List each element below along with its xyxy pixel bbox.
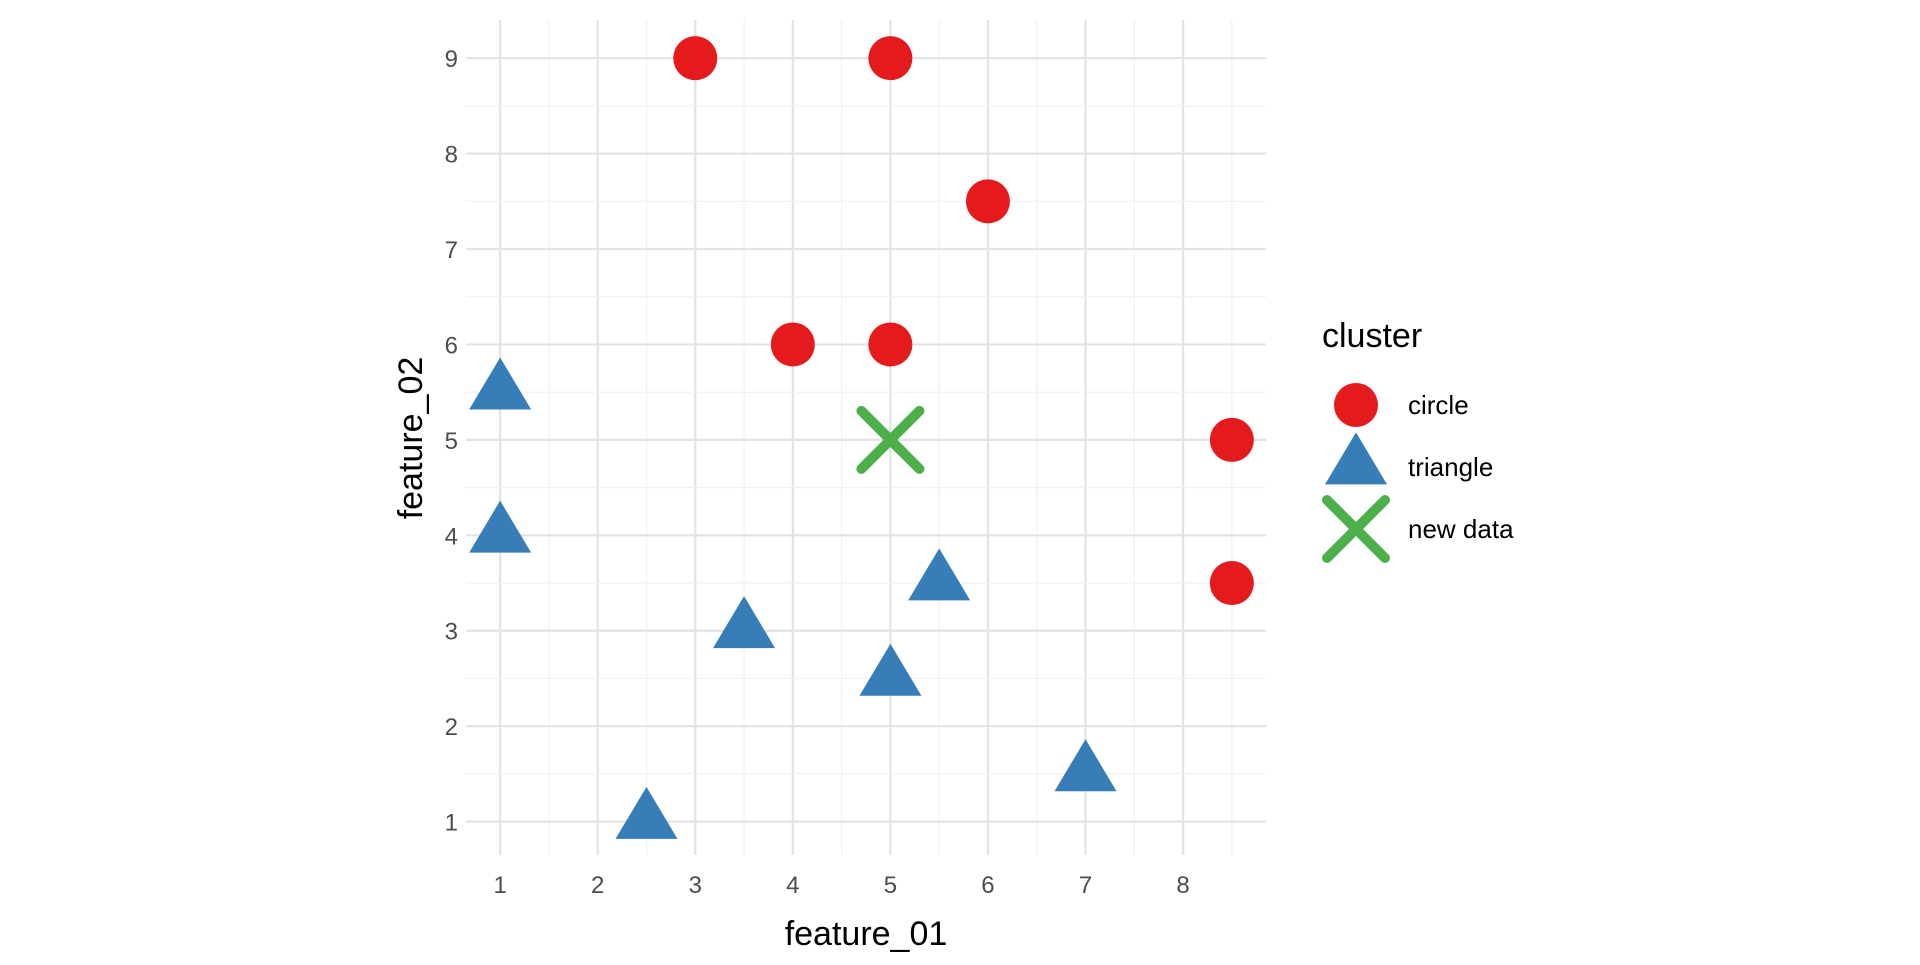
- legend-triangle-key: [1325, 432, 1387, 485]
- legend-items: circle triangle new data: [1322, 383, 1514, 563]
- triangle-point: [469, 500, 532, 553]
- y-tick-label: 8: [445, 142, 458, 169]
- y-tick-label: 2: [445, 714, 458, 741]
- cross-stroke: [856, 405, 925, 474]
- legend-item: triangle: [1325, 432, 1493, 485]
- legend-label: triangle: [1408, 452, 1493, 482]
- x-tick-label: 7: [1079, 872, 1092, 899]
- legend-circle-key: [1334, 383, 1378, 427]
- y-tick-label: 7: [445, 237, 458, 264]
- x-tick-label: 3: [689, 872, 702, 899]
- triangle-point: [908, 548, 971, 601]
- x-tick-label: 8: [1176, 872, 1189, 899]
- circle-point: [673, 36, 718, 81]
- legend-title: cluster: [1322, 317, 1422, 355]
- triangle-point: [1054, 739, 1117, 792]
- circle-point: [868, 322, 913, 367]
- circle-point: [770, 322, 815, 367]
- y-axis-ticks: 1 2 3 4 5 6 7 8 9: [445, 46, 458, 836]
- legend-item: new data: [1322, 495, 1514, 563]
- x-axis-ticks: 1 2 3 4 5 6 7 8: [493, 872, 1189, 899]
- y-tick-label: 1: [445, 810, 458, 837]
- y-tick-label: 3: [445, 619, 458, 646]
- legend-label: circle: [1408, 390, 1469, 420]
- circle-point: [1209, 561, 1254, 606]
- y-tick-label: 6: [445, 332, 458, 359]
- data-points: [469, 36, 1254, 839]
- legend-label: new data: [1408, 514, 1514, 544]
- triangle-point: [859, 643, 922, 696]
- y-tick-label: 4: [445, 523, 458, 550]
- cross-point: [856, 405, 925, 474]
- x-tick-label: 4: [786, 872, 799, 899]
- cross-stroke: [1322, 495, 1390, 563]
- x-tick-label: 6: [981, 872, 994, 899]
- triangle-point: [615, 786, 678, 839]
- y-tick-label: 5: [445, 428, 458, 455]
- legend: cluster circle triangle new data: [1322, 317, 1514, 563]
- legend-cross-key: [1322, 495, 1390, 563]
- circle-point: [965, 179, 1010, 224]
- y-tick-label: 9: [445, 46, 458, 73]
- legend-item: circle: [1334, 383, 1469, 427]
- y-axis-title: feature_02: [392, 357, 430, 520]
- x-axis-title: feature_01: [785, 915, 948, 953]
- grid: [466, 20, 1266, 855]
- circle-point: [1209, 417, 1254, 462]
- x-tick-label: 5: [884, 872, 897, 899]
- x-tick-label: 1: [493, 872, 506, 899]
- triangle-point: [713, 596, 776, 649]
- x-tick-label: 2: [591, 872, 604, 899]
- circle-point: [868, 36, 913, 81]
- triangle-point: [469, 357, 532, 410]
